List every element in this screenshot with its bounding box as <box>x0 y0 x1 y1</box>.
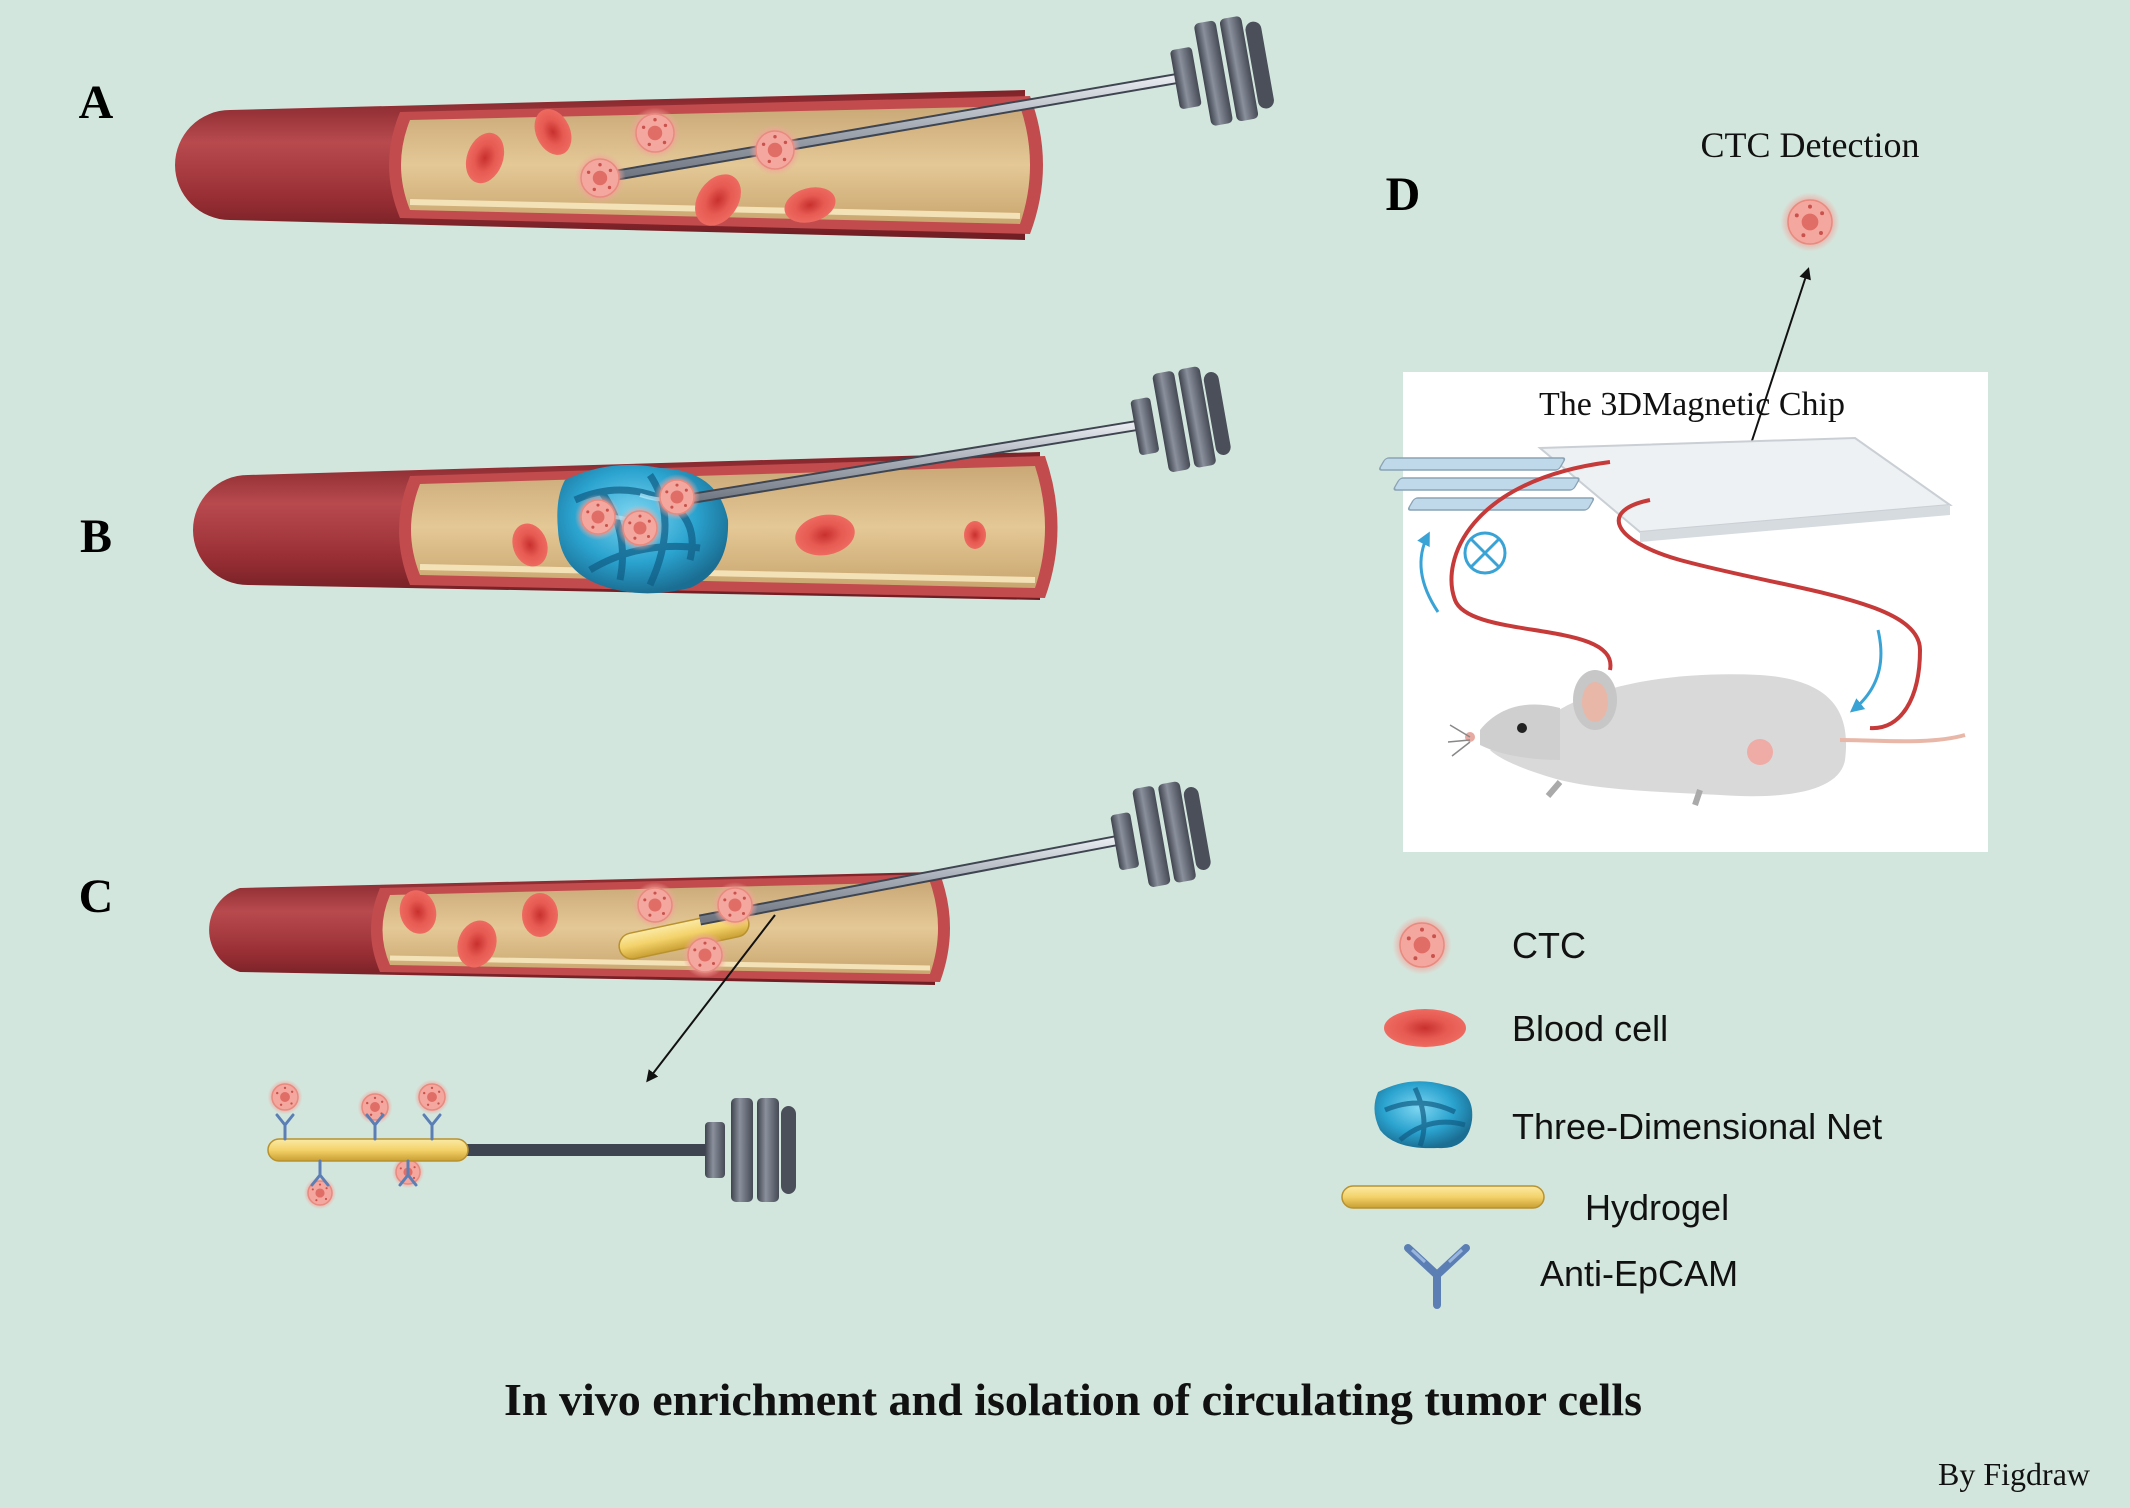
ctc-cell-icon <box>712 882 758 928</box>
ctc-cell-icon <box>617 505 663 551</box>
ctc-cell-icon <box>629 107 681 159</box>
mouse <box>1447 670 1966 806</box>
syringe-c <box>698 781 1211 926</box>
outlet-tube <box>1616 498 1923 731</box>
legend-antibody-label: Anti-EpCAM <box>1540 1253 1738 1294</box>
figure-title: In vivo enrichment and isolation of circ… <box>504 1374 1642 1425</box>
legend-antibody-icon <box>1404 1244 1470 1309</box>
legend-ctc-icon <box>1392 915 1452 975</box>
zoom-arrow <box>646 914 776 1083</box>
legend-hydrogel-icon <box>1341 1185 1545 1209</box>
chip-label: The 3DMagnetic Chip <box>1539 386 1845 423</box>
ctc-cell-icon <box>414 1079 450 1115</box>
panel-label-b: B <box>80 510 112 563</box>
flow-arrow-right <box>1849 629 1883 713</box>
ctc-cell-icon <box>1780 192 1840 252</box>
magnet-symbol-icon <box>1463 531 1507 575</box>
ctc-cell-icon <box>303 1176 337 1210</box>
magnetic-chip <box>1379 436 1953 542</box>
blood-cells-a <box>465 109 836 226</box>
inlet-tube <box>1449 460 1613 671</box>
credit: By Figdraw <box>1938 1456 2090 1492</box>
legend-ctc-label: CTC <box>1512 925 1586 966</box>
antibody-icon <box>365 1113 385 1141</box>
legend-net-label: Three-Dimensional Net <box>1512 1106 1882 1147</box>
antibodies <box>275 1113 442 1187</box>
ctc-cells <box>267 107 1840 1210</box>
ctc-cell-icon <box>574 152 626 204</box>
ctc-cell-icon <box>357 1089 393 1125</box>
panel-label-a: A <box>79 76 114 129</box>
hydrogel-needle-detail <box>267 1098 796 1202</box>
legend: CTC Blood cell Three-Dimensional Net Hyd… <box>1341 915 1882 1309</box>
ctc-cell-icon <box>1392 915 1452 975</box>
ctc-cell-icon <box>749 124 801 176</box>
legend-blood-cell-icon <box>1384 1009 1466 1047</box>
flow-arrow-left <box>1417 531 1440 613</box>
ctc-cell-icon <box>575 494 621 540</box>
ctc-detection-label: CTC Detection <box>1701 125 1920 165</box>
antibody-icon <box>398 1159 418 1187</box>
panel-label-d: D <box>1386 168 1421 221</box>
legend-hydrogel-label: Hydrogel <box>1585 1187 1729 1228</box>
blood-cells-b <box>512 514 986 567</box>
detection-arrow <box>1744 267 1811 463</box>
ctc-cell-icon <box>267 1079 303 1115</box>
syringe-a <box>599 16 1274 184</box>
antibody-icon <box>275 1113 295 1141</box>
ctc-cell-icon <box>654 474 700 520</box>
syringe-b <box>669 366 1231 508</box>
ctc-cell-icon <box>682 932 728 978</box>
legend-blood-cell-label: Blood cell <box>1512 1008 1668 1049</box>
legend-net-icon <box>1374 1081 1473 1149</box>
blood-cells-c <box>399 890 558 968</box>
antibody-icon <box>310 1159 330 1187</box>
panel-label-c: C <box>79 870 114 923</box>
antibody-icon <box>422 1113 442 1141</box>
ctc-cell-icon <box>632 882 678 928</box>
